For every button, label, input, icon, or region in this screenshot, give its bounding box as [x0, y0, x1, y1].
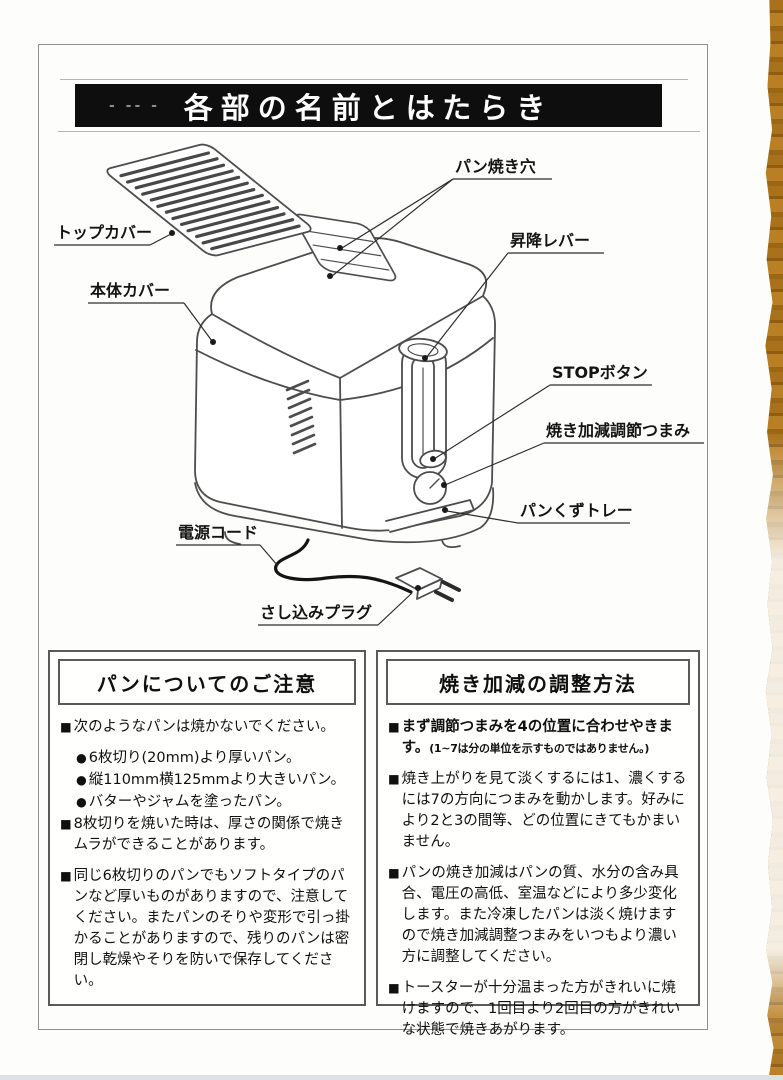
- label-browning-knob: 焼き加減調節つまみ: [546, 421, 690, 440]
- label-toast-slot: パン焼き穴: [455, 157, 536, 176]
- note-text: 8枚切りを焼いた時は、厚さの関係で焼きムラができることがあります。: [73, 816, 344, 854]
- browning-adjust-heading: 焼き加減の調整方法: [386, 659, 690, 705]
- note-subitem: ●バターやジャムを塗ったパン。: [76, 792, 354, 813]
- label-plug: さし込みプラグ: [260, 603, 372, 622]
- scan-artifact-dashes: - -- -: [109, 98, 160, 114]
- note-subitem: ●縦110mm横125mmより大きいパン。: [76, 770, 354, 791]
- note-text: 同じ6枚切りのパンでもソフトタイプのパンなど厚いものがありますので、注意してくだ…: [73, 868, 350, 990]
- note-text: 焼き上がりを見て淡くするには1、濃くするには7の方向につまみを動かします。好みに…: [401, 771, 687, 851]
- note-item: ■トースターが十分温まった方がきれいに焼けますので、1回目より2回目の方がきれい…: [388, 978, 688, 1041]
- bread-caution-body: ■次のようなパンは焼かないでください。●6枚切り(20mm)より厚いパン。●縦1…: [50, 705, 364, 1008]
- leader-dots: [169, 230, 448, 591]
- rule-above-banner: [60, 79, 688, 80]
- bread-caution-box: パンについてのご注意 ■次のようなパンは焼かないでください。●6枚切り(20mm…: [48, 650, 366, 1006]
- circle-bullet: ●: [76, 751, 87, 766]
- scan-bottom-edge: [0, 1075, 783, 1080]
- page-border-frame: [38, 44, 708, 1030]
- label-top-cover: トップカバー: [56, 223, 152, 242]
- rule-below-banner: [58, 131, 700, 132]
- square-bullet: ■: [388, 720, 400, 734]
- vent-slats: [285, 379, 317, 455]
- square-bullet: ■: [388, 772, 400, 787]
- label-stop-button: STOPボタン: [552, 363, 648, 382]
- label-power-cord: 電源コード: [178, 523, 258, 542]
- top-face-edge: [211, 295, 484, 379]
- subitem-text: 縦110mm横125mmより大きいパン。: [88, 772, 346, 789]
- subitem-text: 6枚切り(20mm)より厚いパン。: [88, 750, 301, 767]
- circle-bullet: ●: [76, 795, 87, 810]
- slot-opening: [291, 213, 399, 282]
- label-body-cover: 本体カバー: [90, 281, 170, 300]
- toaster-body-outline: [194, 237, 496, 532]
- power-cord-shape: [274, 538, 413, 594]
- square-bullet: ■: [60, 817, 72, 832]
- note-item: ■同じ6枚切りのパンでもソフトタイプのパンなど厚いものがありますので、注意してく…: [60, 866, 354, 992]
- leader-lines: [54, 178, 704, 626]
- corner-edge: [339, 377, 343, 529]
- top-cover-grill: [103, 143, 315, 257]
- toaster-illustration: [194, 213, 496, 602]
- note-item: ■焼き上がりを見て淡くするには1、濃くするには7の方向につまみを動かします。好み…: [388, 769, 688, 853]
- note-item: ■8枚切りを焼いた時は、厚さの関係で焼きムラができることがあります。: [60, 814, 354, 856]
- note-text: まず調節つまみを4の位置に合わせやきます。(1~7は分の単位を示すものではありま…: [401, 719, 673, 757]
- page-title: 各部の名前とはたらき: [183, 90, 554, 125]
- note-text: パンの焼き加減はパンの質、水分の含み具合、電圧の高低、室温などにより多少変化しま…: [401, 865, 679, 966]
- crumb-tray-shape: [385, 499, 475, 533]
- plug-shape: [395, 567, 461, 602]
- foot-right: [441, 539, 461, 549]
- browning-adjust-body: ■まず調節つまみを4の位置に合わせやきます。(1~7は分の単位を示すものではあり…: [378, 705, 698, 1057]
- label-crumb-tray: パンくずトレー: [520, 501, 633, 520]
- band-seam-left: [195, 349, 341, 401]
- circle-bullet: ●: [76, 773, 87, 788]
- note-subitem: ●6枚切り(20mm)より厚いパン。: [76, 748, 354, 769]
- note-item: ■パンの焼き加減はパンの質、水分の含み具合、電圧の高低、室温などにより多少変化し…: [388, 863, 688, 968]
- section-title-banner: - -- - 各部の名前とはたらき: [75, 84, 662, 127]
- label-lift-lever: 昇降レバー: [510, 231, 590, 250]
- note-parenthetical: (1~7は分の単位を示すものではありません。): [429, 742, 650, 756]
- wood-table-edge: [765, 0, 783, 1080]
- toaster-diagram: パン焼き穴 トップカバー 本体カバー 昇降レバー STOPボタン 焼き加減調節つ…: [40, 138, 704, 626]
- foot-left: [224, 531, 241, 545]
- bread-caution-heading: パンについてのご注意: [58, 659, 356, 705]
- note-item: ■次のようなパンは焼かないでください。: [60, 717, 354, 738]
- knob-pointer: [429, 478, 440, 489]
- note-text: 次のようなパンは焼かないでください。: [73, 719, 335, 735]
- note-item: ■まず調節つまみを4の位置に合わせやきます。(1~7は分の単位を示すものではあり…: [388, 717, 688, 759]
- square-bullet: ■: [388, 981, 400, 996]
- subitem-text: バターやジャムを塗ったパン。: [88, 794, 291, 811]
- browning-adjust-box: 焼き加減の調整方法 ■まず調節つまみを4の位置に合わせやきます。(1~7は分の単…: [376, 650, 700, 1038]
- base-lip: [194, 482, 495, 544]
- lever-handle: [398, 337, 448, 363]
- square-bullet: ■: [388, 866, 400, 881]
- square-bullet: ■: [60, 869, 72, 884]
- note-text: トースターが十分温まった方がきれいに焼けますので、1回目より2回目の方がきれいな…: [401, 980, 681, 1039]
- square-bullet: ■: [60, 720, 72, 734]
